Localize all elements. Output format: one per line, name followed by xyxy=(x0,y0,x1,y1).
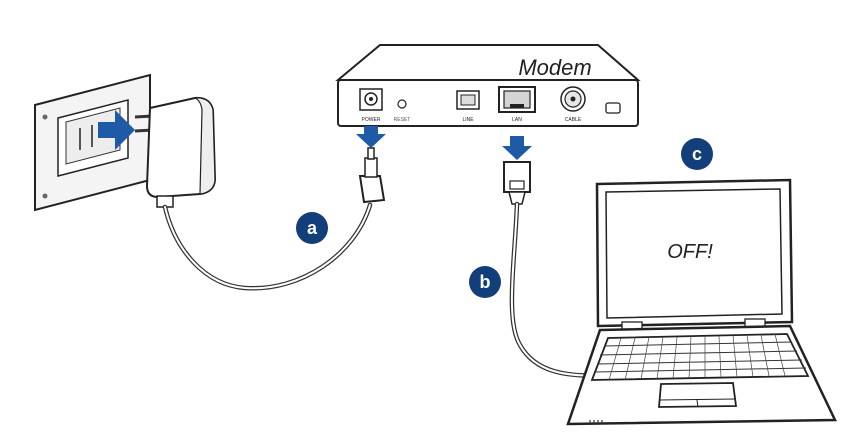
power-cable xyxy=(162,202,373,291)
modem-title: Modem xyxy=(518,55,591,80)
reset-button xyxy=(397,99,407,109)
lan-arrow-icon xyxy=(502,136,532,160)
power-arrow-icon xyxy=(356,126,386,148)
ethernet-plug xyxy=(503,161,531,205)
reset-label: RESET xyxy=(394,117,411,123)
modem: Modem POWER RESET LINE LAN CABLE xyxy=(335,44,641,127)
wall-outlet xyxy=(34,73,151,212)
step-b-label: b xyxy=(480,272,491,292)
step-c-label: c xyxy=(692,144,702,164)
step-c-badge: c xyxy=(681,138,713,170)
laptop: OFF! xyxy=(566,178,837,426)
line-port-label: LINE xyxy=(462,117,474,123)
step-a-badge: a xyxy=(296,212,328,244)
step-b-badge: b xyxy=(469,266,501,298)
step-a-label: a xyxy=(307,218,318,238)
power-port-label: POWER xyxy=(362,117,381,123)
touchpad xyxy=(658,382,738,408)
power-adapter xyxy=(134,96,217,208)
cable-port-label: CABLE xyxy=(565,117,582,123)
laptop-screen-text: OFF! xyxy=(667,241,713,263)
keyboard xyxy=(590,333,810,381)
lan-port-label: LAN xyxy=(512,117,522,123)
barrel-plug xyxy=(358,147,386,204)
insert-arrow-icon xyxy=(98,110,135,150)
status-indicator xyxy=(605,102,621,114)
